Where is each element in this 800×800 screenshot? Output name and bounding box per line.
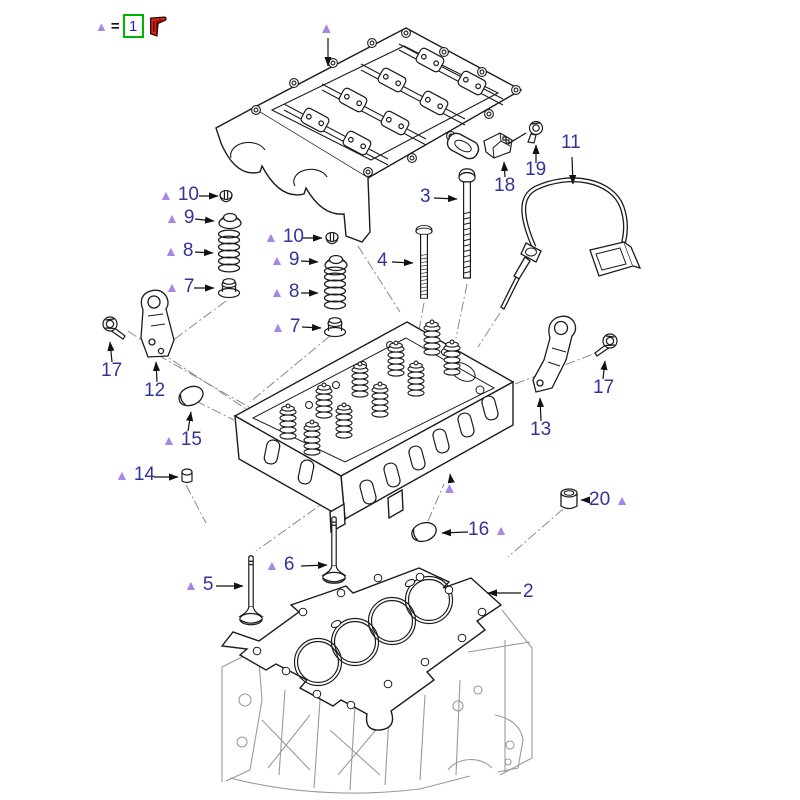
part-9-retainer-1 <box>218 212 242 230</box>
part-17-bolt-left <box>102 316 126 340</box>
triangle-icon: ▲ <box>115 467 129 484</box>
part-7-seal-2 <box>323 317 347 338</box>
triangle-icon: ▲ <box>159 187 173 204</box>
part-8-spring-1 <box>217 229 241 273</box>
part-5-valve <box>239 555 263 626</box>
leader-lines <box>107 38 608 597</box>
callout-9-col1[interactable]: ▲ 9 <box>165 207 195 228</box>
callout-19[interactable]: 19 <box>525 159 547 180</box>
triangle-icon: ▲ <box>494 522 508 539</box>
part-10-keeper-2 <box>325 231 339 245</box>
part-11-glow-plug-harness <box>500 177 642 310</box>
part-14-plug <box>181 468 193 484</box>
cylinder-head-drawing <box>233 319 515 534</box>
triangle-icon: ▲ <box>265 557 279 574</box>
part-20-dowel <box>560 488 578 510</box>
triangle-icon: ▲ <box>615 492 629 509</box>
callout-12[interactable]: 12 <box>144 380 166 401</box>
triangle-marker-head: ▲ <box>442 480 457 497</box>
legend-part-number-box[interactable]: 1 <box>122 14 144 38</box>
triangle-icon: ▲ <box>165 279 179 296</box>
callout-17-right[interactable]: 17 <box>593 377 615 398</box>
callout-10-col2[interactable]: ▲ 10 <box>264 226 304 247</box>
callout-5[interactable]: ▲ 5 <box>184 574 214 595</box>
part-4-bolt <box>415 225 433 299</box>
callout-11[interactable]: 11 <box>561 132 581 153</box>
part-2-head-gasket <box>220 567 503 731</box>
callout-14[interactable]: ▲ 14 <box>115 464 155 485</box>
camshaft-carrier-drawing <box>215 27 523 243</box>
part-7-seal-1 <box>217 278 241 299</box>
part-18-sensor <box>483 132 513 159</box>
callout-9-col2[interactable]: ▲ 9 <box>270 249 300 270</box>
part-12-bracket <box>140 289 175 358</box>
part-19-bolt <box>527 120 544 144</box>
equals-sign: = <box>110 17 120 35</box>
part-8-spring-2 <box>323 266 347 310</box>
triangle-icon: ▲ <box>264 229 278 246</box>
callout-6[interactable]: ▲ 6 <box>265 554 295 575</box>
catalog-note-icon[interactable] <box>147 15 169 38</box>
callout-7-col2[interactable]: ▲ 7 <box>271 316 301 337</box>
cylinder-block-ghost <box>221 609 533 794</box>
callout-16[interactable]: 16 ▲ <box>468 519 508 540</box>
triangle-icon: ▲ <box>95 18 108 34</box>
callout-3[interactable]: 3 <box>420 186 431 207</box>
triangle-icon: ▲ <box>271 319 285 336</box>
callout-10-col1[interactable]: ▲ 10 <box>159 184 199 205</box>
callout-7-col1[interactable]: ▲ 7 <box>165 276 195 297</box>
triangle-icon: ▲ <box>165 210 179 227</box>
triangle-icon: ▲ <box>164 243 178 260</box>
part-10-keeper-1 <box>219 189 233 203</box>
triangle-icon: ▲ <box>184 577 198 594</box>
part-6-valve <box>322 516 346 584</box>
triangle-icon: ▲ <box>162 432 176 449</box>
callout-8-col2[interactable]: ▲ 8 <box>270 281 300 302</box>
callout-18[interactable]: 18 <box>494 175 516 196</box>
part-17-bolt-right <box>594 333 618 357</box>
callout-17-left[interactable]: 17 <box>101 360 123 381</box>
callout-4[interactable]: 4 <box>377 250 388 271</box>
callout-15[interactable]: ▲ 15 <box>162 429 202 450</box>
callout-8-col1[interactable]: ▲ 8 <box>164 240 194 261</box>
triangle-icon: ▲ <box>270 284 284 301</box>
part-13-bracket <box>532 315 577 393</box>
callout-2[interactable]: 2 <box>523 581 534 602</box>
triangle-icon: ▲ <box>270 252 284 269</box>
callout-20[interactable]: 20 ▲ <box>589 489 629 510</box>
part-3-bolt <box>458 168 476 279</box>
legend: ▲ = 1 <box>95 14 169 38</box>
triangle-marker-top: ▲ <box>319 20 334 37</box>
part-16-cup-plug <box>408 518 440 546</box>
part-15-cup-plug <box>175 382 207 410</box>
callout-13[interactable]: 13 <box>530 419 552 440</box>
